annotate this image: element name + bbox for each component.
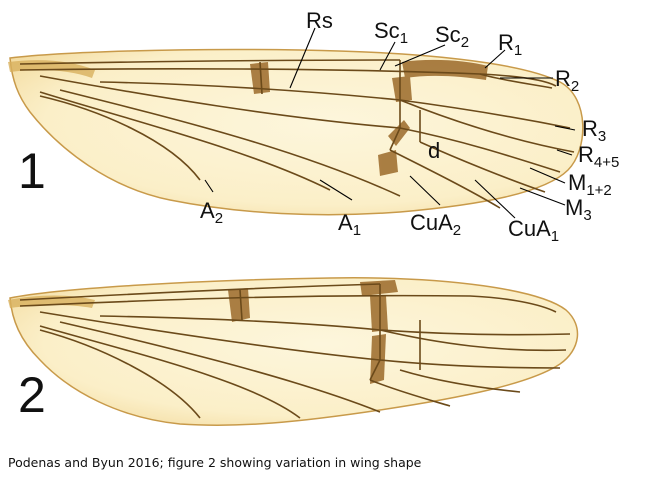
label-r3: R3 <box>582 116 606 145</box>
leader-sc2 <box>394 44 446 67</box>
leader-a2 <box>204 179 214 193</box>
vein-m3 <box>419 141 546 193</box>
wing-2-membrane <box>9 277 579 426</box>
wing-1-membrane <box>9 48 584 216</box>
vein-a1 <box>39 91 331 191</box>
label-r45: R4+5 <box>578 142 619 171</box>
label-r1: R1 <box>498 30 522 59</box>
figure-caption: Podenas and Byun 2016; figure 2 showing … <box>8 455 422 470</box>
vein-labels: Rs Sc1 Sc2 R1 R2 R3 R4+5 M1+2 M3 d A2 A1… <box>200 8 619 245</box>
vein-a2 <box>39 95 201 181</box>
wing-1-stigma <box>250 59 488 176</box>
leader-r45 <box>556 149 573 156</box>
label-m12: M1+2 <box>568 170 612 199</box>
panel-number-2: 2 <box>18 367 46 423</box>
wing-2-veins <box>19 283 571 419</box>
vein-crossvein-3 <box>259 61 263 95</box>
wing-2 <box>8 277 579 426</box>
label-a1: A1 <box>338 210 361 239</box>
wing-1 <box>8 48 584 216</box>
leader-rs <box>289 27 316 89</box>
label-cua1: CuA1 <box>508 216 559 245</box>
label-sc1: Sc1 <box>374 18 408 47</box>
wing-2-stigma <box>228 280 398 384</box>
leader-cua2 <box>409 175 441 206</box>
leader-r3 <box>554 125 576 131</box>
label-rs: Rs <box>306 8 333 33</box>
label-r2: R2 <box>555 66 579 95</box>
label-sc2: Sc2 <box>435 22 469 51</box>
label-m3: M3 <box>565 195 592 224</box>
label-a2: A2 <box>200 198 223 227</box>
vein-cua2 <box>59 89 401 197</box>
wing-1-veins <box>19 59 575 209</box>
vein-r3 <box>399 99 571 129</box>
vein-r2 <box>479 73 553 89</box>
leader-lines <box>204 27 576 219</box>
vein-m <box>39 75 401 129</box>
vein-rs <box>99 81 401 101</box>
leader-sc1 <box>379 41 396 71</box>
label-d: d <box>428 138 440 163</box>
leader-m3 <box>519 187 566 206</box>
leader-m12 <box>529 167 566 184</box>
vein-r45 <box>399 99 575 153</box>
vein-sc <box>19 59 401 65</box>
leader-r1 <box>484 49 506 69</box>
vein-cua1 <box>389 149 501 209</box>
panel-number-1: 1 <box>18 143 46 199</box>
leader-a1 <box>319 179 353 201</box>
label-cua2: CuA2 <box>410 210 461 239</box>
leader-cua1 <box>474 179 516 219</box>
vein-crossvein-1 <box>389 60 401 151</box>
